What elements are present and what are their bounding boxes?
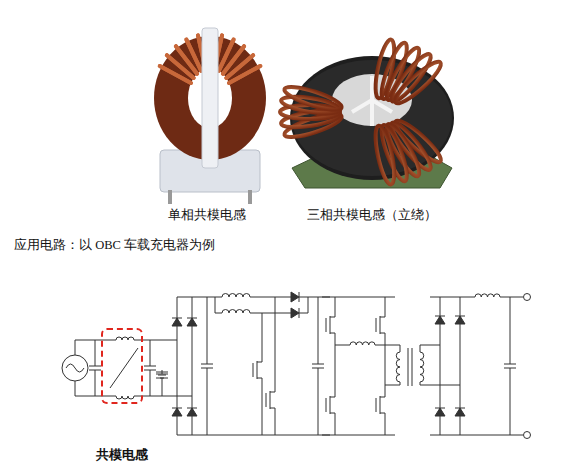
switch-symbol xyxy=(376,316,385,334)
winding xyxy=(160,66,191,83)
wire xyxy=(262,313,263,435)
ac-source xyxy=(66,364,84,372)
inductor-symbol xyxy=(116,396,134,399)
diode-symbol xyxy=(172,318,182,326)
switch-symbol xyxy=(253,361,262,379)
core-line xyxy=(110,348,138,388)
inductor-symbol xyxy=(116,337,134,340)
terminal xyxy=(524,432,531,439)
winding xyxy=(229,66,260,83)
wire xyxy=(177,297,395,298)
switch-symbol xyxy=(326,316,335,334)
winding xyxy=(229,66,260,83)
capacitor-symbol xyxy=(156,370,168,382)
photo-caption: 单相共模电感 xyxy=(168,208,246,223)
inductor-symbol xyxy=(396,352,400,382)
wire xyxy=(75,381,192,396)
capacitor-symbol xyxy=(312,297,324,435)
capacitor-symbol xyxy=(144,340,156,396)
obc-schematic xyxy=(62,292,531,439)
capacitor-symbol xyxy=(504,297,516,435)
switch-symbol xyxy=(376,396,385,414)
terminal xyxy=(524,294,531,301)
diode-symbol xyxy=(291,308,299,318)
wire xyxy=(275,297,276,435)
three-phase-choke-photo xyxy=(280,38,454,188)
diode-symbol xyxy=(187,408,197,416)
winding xyxy=(160,66,191,83)
diode-symbol xyxy=(435,316,445,324)
winding xyxy=(282,82,343,114)
wire xyxy=(177,435,395,436)
section-note: 应用电路：以 OBC 车载充电器为例 xyxy=(14,238,215,253)
diode-symbol xyxy=(435,408,445,416)
switch-symbol xyxy=(326,396,335,414)
inductor-symbol xyxy=(475,294,500,297)
box-caption: 共模电感 xyxy=(96,446,148,464)
wire xyxy=(75,340,177,355)
diode-symbol xyxy=(455,316,465,324)
wire xyxy=(335,297,336,435)
winding xyxy=(391,57,445,108)
winding xyxy=(226,55,253,78)
diode-symbol xyxy=(291,292,299,302)
winding xyxy=(167,55,194,78)
wire xyxy=(322,297,330,435)
diode-symbol xyxy=(455,408,465,416)
wire xyxy=(385,297,386,435)
wire xyxy=(335,345,400,385)
inductor-symbol xyxy=(222,310,250,314)
highlight-box: 共模电感 xyxy=(101,328,143,404)
inductor-symbol xyxy=(222,294,250,298)
wire xyxy=(430,297,523,435)
photo-caption: 三相共模电感（立绕） xyxy=(307,208,437,223)
capacitor-symbol xyxy=(201,297,213,435)
diode-symbol xyxy=(187,318,197,326)
ground-symbol xyxy=(156,372,168,378)
capacitor-symbol xyxy=(89,340,101,396)
inductor-symbol xyxy=(420,352,424,382)
winding xyxy=(372,124,398,186)
ac-source xyxy=(62,355,88,381)
single-phase-choke-photo xyxy=(154,28,266,204)
inductor-symbol xyxy=(350,342,375,345)
core-line xyxy=(408,348,412,386)
wire xyxy=(162,382,163,396)
diode-symbol xyxy=(172,408,182,416)
switch-symbol xyxy=(266,391,275,409)
